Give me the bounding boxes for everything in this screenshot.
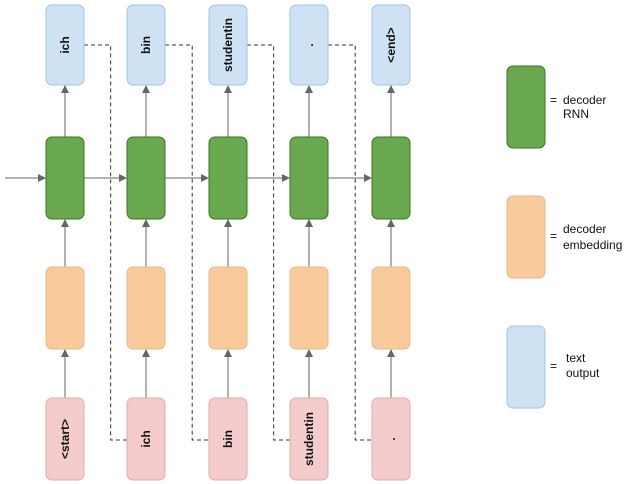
input-token-label: bin: [221, 430, 235, 448]
embedding-box: [289, 266, 329, 350]
feedback-dashed-line: [328, 44, 372, 441]
legend-embedding-line1: decoder: [563, 222, 606, 236]
rnn-box: [289, 136, 329, 220]
input-box: [289, 397, 329, 481]
legend-output-line1: text: [566, 351, 586, 365]
rnn-box: [371, 136, 411, 220]
embedding-box: [126, 266, 166, 350]
feedback-dashed-line: [165, 44, 209, 441]
input-box: [126, 397, 166, 481]
rnn-box: [45, 136, 85, 220]
embedding-box: [208, 266, 248, 350]
legend-output-swatch: [506, 325, 546, 409]
output-token-label: bin: [139, 36, 153, 54]
legend-rnn-line2: RNN: [563, 107, 589, 121]
embedding-box: [371, 266, 411, 350]
output-token-label: ich: [58, 36, 72, 53]
legend-rnn-line1: decoder: [563, 93, 606, 107]
output-box: [289, 4, 329, 86]
legend-rnn-eq: =: [550, 93, 557, 107]
output-box: [45, 4, 85, 86]
legend-output-eq: =: [550, 359, 557, 373]
output-token-label: .: [302, 43, 316, 46]
legend-embedding-eq: =: [550, 229, 557, 243]
rnn-box: [126, 136, 166, 220]
embedding-box: [45, 266, 85, 350]
legend-embedding-line2: embedding: [563, 238, 622, 252]
input-box: [208, 397, 248, 481]
legend-rnn-swatch: [506, 65, 546, 149]
input-box: [45, 397, 85, 481]
input-token-label: .: [384, 437, 398, 440]
input-token-label: studentin: [302, 412, 316, 466]
legend-embedding-swatch: [506, 195, 546, 279]
input-box: [371, 397, 411, 481]
legend-output-line2: output: [566, 366, 600, 380]
output-box: [208, 4, 248, 86]
input-token-label: ich: [139, 430, 153, 447]
decoder-columns: ich <start> bin ich studentin bin. studentin <e…: [5, 4, 411, 481]
output-box: [126, 4, 166, 86]
input-token-label: <start>: [58, 419, 72, 459]
feedback-dashed-line: [84, 44, 127, 441]
feedback-dashed-line: [247, 44, 290, 441]
rnn-box: [208, 136, 248, 220]
output-token-label: <end>: [384, 27, 398, 62]
output-token-label: studentin: [221, 18, 235, 72]
output-box: [371, 4, 411, 86]
